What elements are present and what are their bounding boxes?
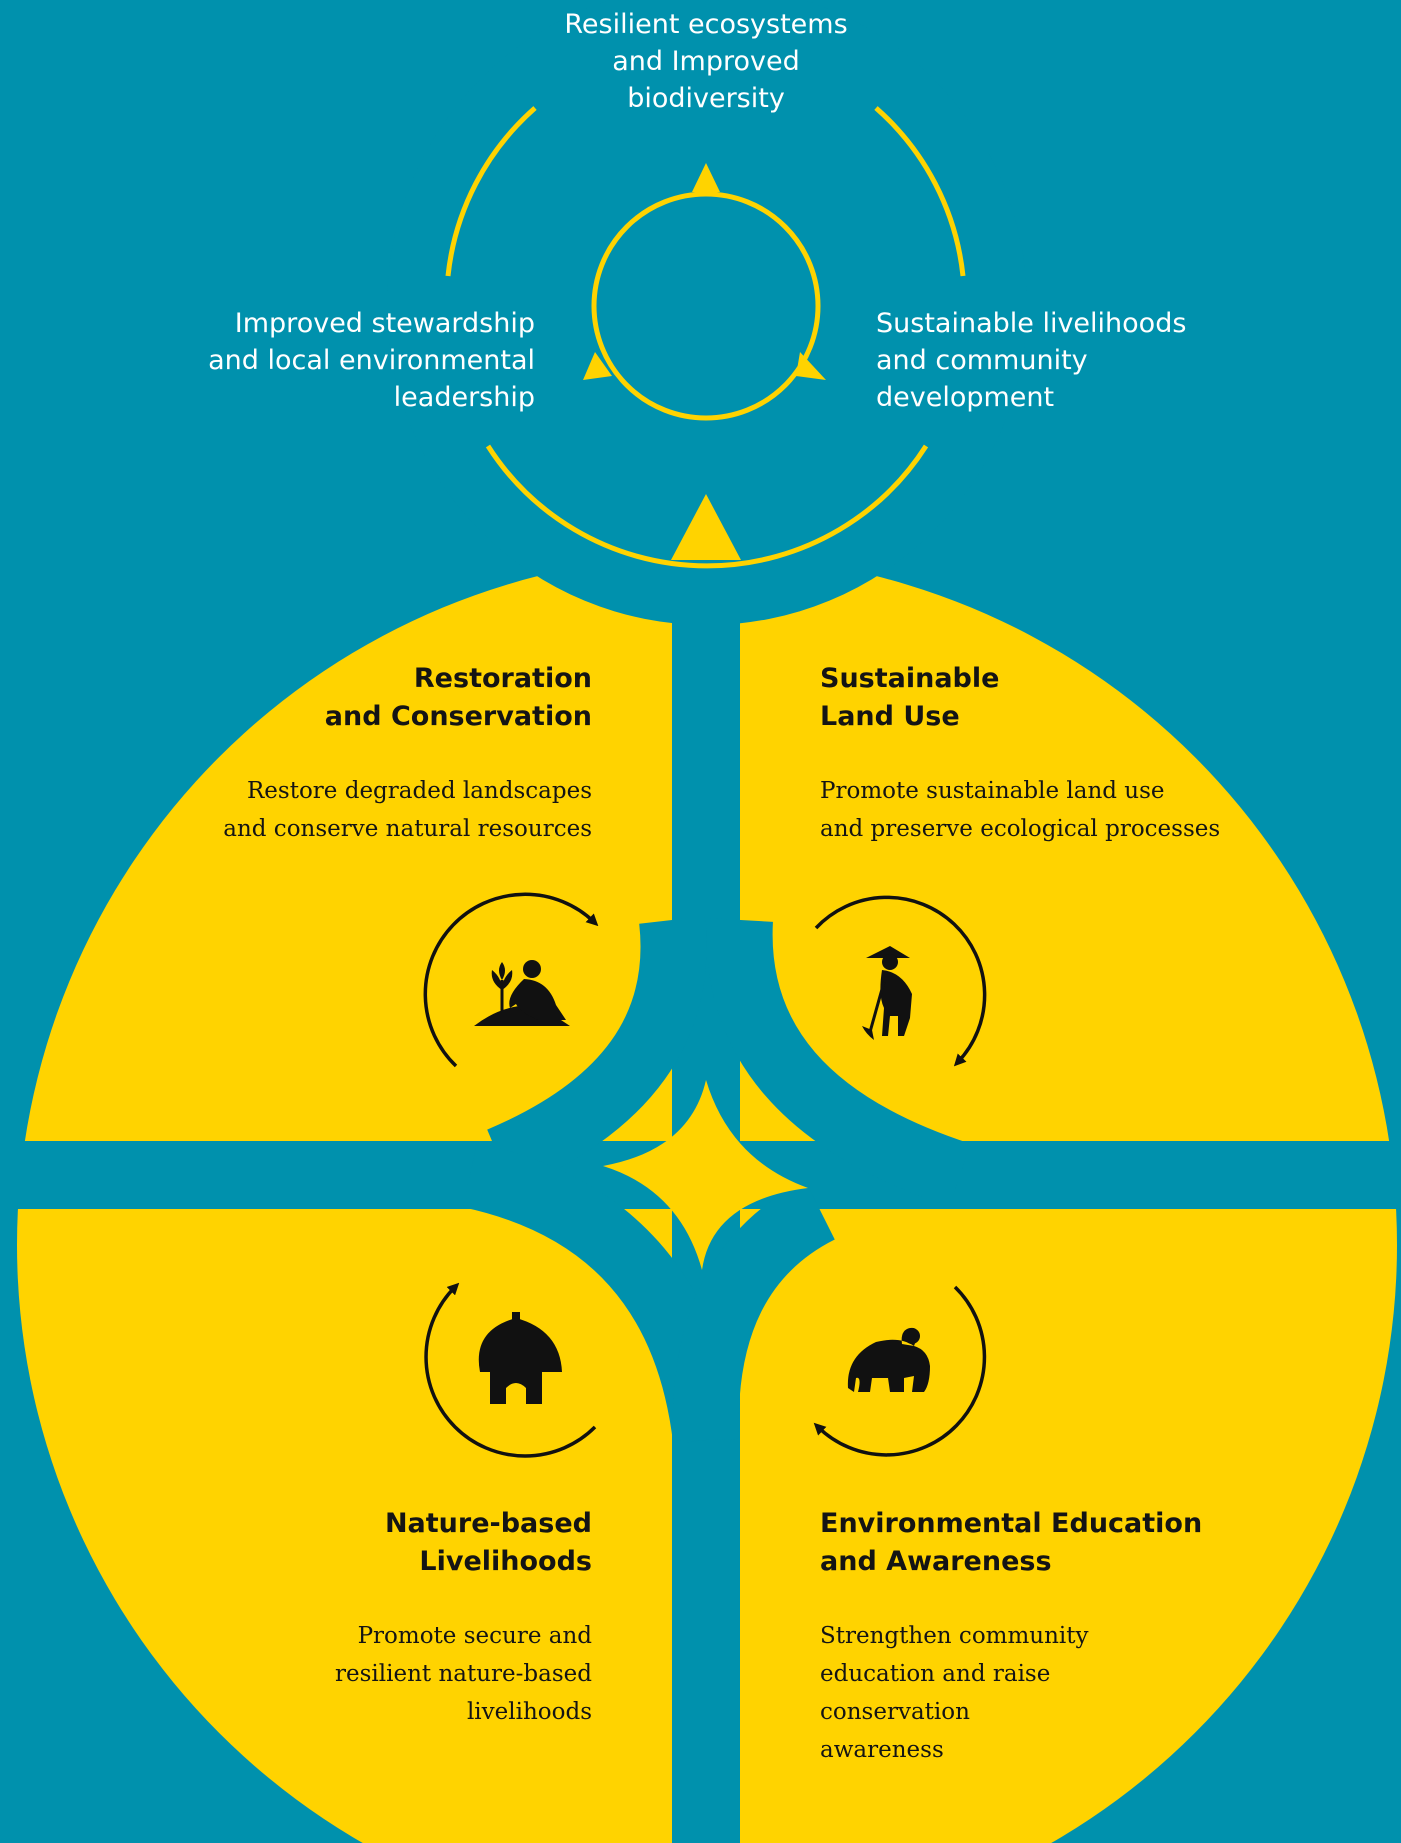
education-description: Strengthen community education and raise…: [820, 1623, 1089, 1763]
livelihoods-description: Promote secure and resilient nature-base…: [335, 1623, 592, 1725]
restoration-title: Restoration and Conservation: [324, 663, 592, 732]
planting-person-icon: [474, 960, 570, 1026]
cycle-arrowheads: [583, 163, 826, 560]
education-title: Environmental Education and Awareness: [820, 1508, 1203, 1577]
livelihoods-title: Nature-based Livelihoods: [384, 1508, 592, 1577]
outcome-right: Sustainable livelihoods and community de…: [876, 308, 1187, 413]
outcome-cycle: [445, 106, 966, 569]
hut-icon: [478, 1312, 562, 1404]
restoration-description: Restore degraded landscapes and conserve…: [223, 778, 592, 842]
process-arrows: [423, 892, 987, 1458]
farmer-with-hoe-icon: [862, 946, 912, 1040]
land-use-description: Promote sustainable land use and preserv…: [820, 778, 1221, 842]
outcome-left: Improved stewardship and local environme…: [208, 308, 535, 413]
land-use-title: Sustainable Land Use: [820, 663, 1000, 732]
outcome-top: Resilient ecosystems and Improved biodiv…: [564, 9, 848, 114]
gorilla-icon: [847, 1327, 930, 1392]
